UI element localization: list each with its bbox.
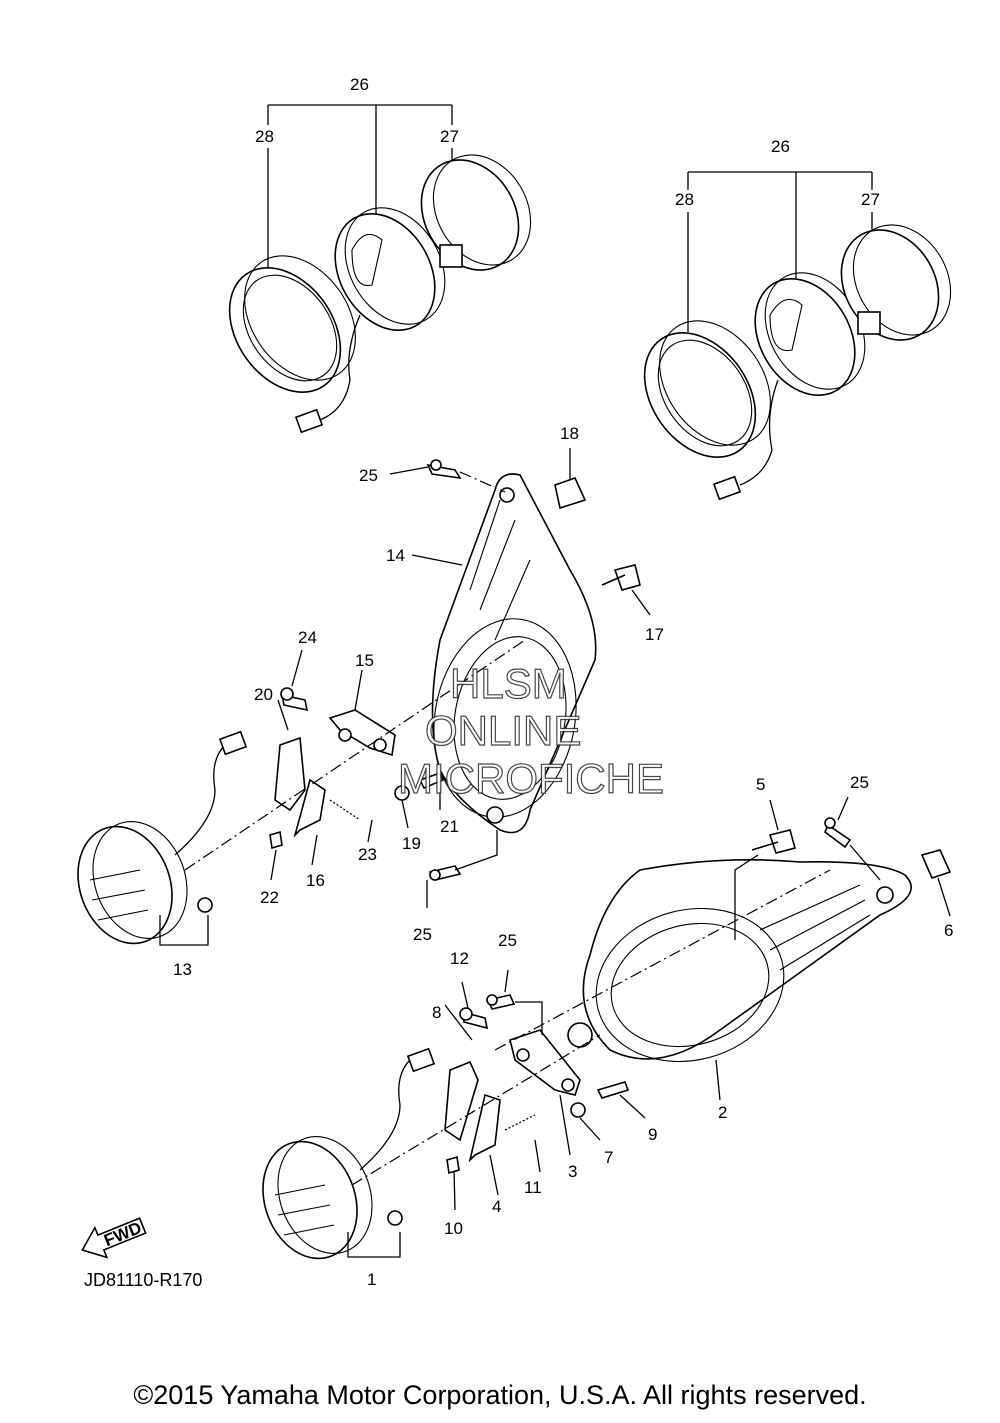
callout-4: 4 xyxy=(492,1197,501,1216)
callout-17: 17 xyxy=(645,625,664,644)
callout-28-right: 28 xyxy=(675,190,694,209)
callout-25-right: 25 xyxy=(850,773,869,792)
watermark-line-2: ONLINE xyxy=(425,707,581,754)
callout-26-left: 26 xyxy=(350,75,369,94)
callout-13: 13 xyxy=(173,960,192,979)
callout-27-left: 27 xyxy=(440,127,459,146)
callout-2: 2 xyxy=(718,1103,727,1122)
callout-18: 18 xyxy=(560,424,579,443)
callout-25-top: 25 xyxy=(359,466,378,485)
callout-16: 16 xyxy=(306,871,325,890)
callout-5: 5 xyxy=(756,775,765,794)
callout-15: 15 xyxy=(355,651,374,670)
callout-20: 20 xyxy=(254,685,273,704)
headlight-housing-upper xyxy=(389,448,651,908)
headlight-housing-lower xyxy=(567,796,952,1101)
watermark-line-1: HLSM xyxy=(450,660,567,707)
fwd-label: FWD xyxy=(101,1218,144,1250)
lamp-assembly-upper-left xyxy=(228,104,532,434)
lamp-assembly-upper-right xyxy=(643,171,952,501)
watermark-line-3: MICROFICHE xyxy=(398,755,664,802)
callout-14: 14 xyxy=(386,546,405,565)
callout-25-mid: 25 xyxy=(413,925,432,944)
callout-11: 11 xyxy=(524,1178,542,1197)
callout-1: 1 xyxy=(367,1270,376,1289)
forward-direction-arrow: FWD xyxy=(81,1217,147,1259)
callout-10: 10 xyxy=(444,1219,463,1238)
callout-21: 21 xyxy=(440,817,459,836)
watermark: HLSM ONLINE MICROFICHE xyxy=(397,659,664,802)
callout-7: 7 xyxy=(604,1148,613,1167)
callout-23: 23 xyxy=(358,845,377,864)
callout-27-right: 27 xyxy=(861,190,880,209)
mount-bracket-upper xyxy=(184,639,526,881)
lamp-unit-upper xyxy=(77,730,248,946)
callout-19: 19 xyxy=(402,834,421,853)
callout-26-right: 26 xyxy=(771,137,790,156)
callout-28-left: 28 xyxy=(255,127,274,146)
callout-labels: 1 2 3 4 5 6 7 8 9 10 11 12 13 14 15 16 1… xyxy=(173,75,953,1289)
copyright-notice: ©2015 Yamaha Motor Corporation, U.S.A. A… xyxy=(133,1380,867,1410)
callout-6: 6 xyxy=(944,921,953,940)
callout-8: 8 xyxy=(432,1003,441,1022)
diagram-reference-code: JD81110-R170 xyxy=(84,1270,203,1290)
lamp-unit-lower xyxy=(262,1047,436,1260)
callout-9: 9 xyxy=(648,1125,657,1144)
callout-22: 22 xyxy=(260,888,279,907)
callout-25-lower: 25 xyxy=(498,931,517,950)
callout-24: 24 xyxy=(298,628,317,647)
callout-12: 12 xyxy=(450,949,469,968)
mount-bracket-lower xyxy=(351,869,831,1211)
callout-3: 3 xyxy=(568,1162,577,1181)
